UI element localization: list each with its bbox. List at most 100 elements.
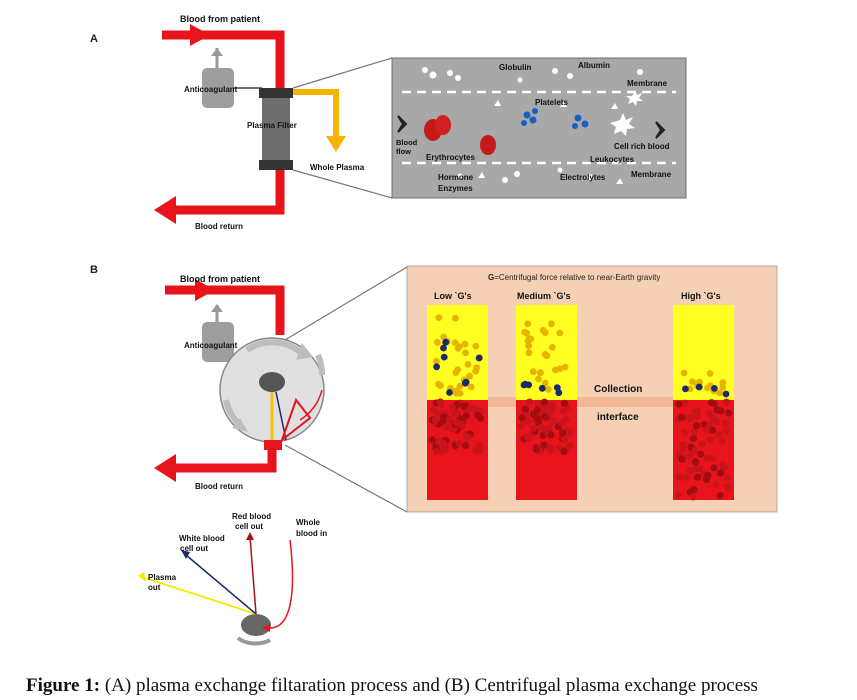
zoom-line-top-b — [284, 266, 408, 341]
red-cell-particle — [440, 439, 448, 448]
caption-label: Figure 1: — [26, 675, 101, 696]
plasma-particle — [535, 375, 542, 383]
label-interface: interface — [597, 412, 639, 423]
red-cell-particle — [532, 445, 540, 453]
leukocyte-cell — [610, 113, 635, 136]
red-cell-particle — [683, 474, 691, 482]
plasma-particle — [434, 338, 441, 346]
plasma-particle — [453, 389, 460, 397]
red-cell-particle — [702, 475, 711, 483]
plasma-particle — [680, 369, 688, 377]
red-cell-particle — [530, 410, 538, 418]
white-cell-particle — [521, 380, 529, 388]
plasma-particle — [454, 345, 462, 352]
red-cell-particle — [719, 461, 727, 469]
centrifuge-bowl — [219, 337, 325, 450]
inset-membrane-top: Membrane — [627, 79, 668, 88]
red-cell-particle — [691, 408, 699, 416]
panel-a-inset — [391, 57, 687, 199]
zoom-line-bottom-a — [292, 169, 393, 199]
red-cell-particle — [534, 415, 542, 423]
plasma-particle — [537, 369, 544, 377]
whole-plasma-line — [293, 89, 346, 152]
panel-a-blood-in-tube — [162, 24, 285, 88]
red-cell-particle — [521, 405, 530, 413]
red-cell-particle — [546, 444, 554, 452]
white-cell-particle — [440, 344, 447, 352]
red-cell-particle — [540, 441, 548, 449]
label-collection: Collection — [594, 384, 642, 395]
panel-a-whole-plasma: Whole Plasma — [310, 163, 365, 172]
label-white-blood-2: cell out — [180, 544, 208, 553]
plasma-particle — [704, 384, 711, 392]
inset-hormone: Hormone — [438, 173, 474, 182]
red-cell-particle — [468, 405, 476, 413]
panel-a-blood-return-tube — [154, 170, 285, 224]
outlet-diagram — [138, 532, 294, 646]
plasma-particle — [539, 327, 547, 334]
red-cell-particle — [723, 474, 731, 482]
plasma-particle — [472, 342, 480, 350]
plasma-particle — [556, 329, 564, 337]
white-cell-particle — [553, 384, 561, 391]
red-cell-particle — [723, 483, 732, 491]
label-red-blood-2: cell out — [235, 522, 263, 531]
figure-diagram: A Blood from patient Anticoagulant Plasm… — [90, 14, 778, 646]
red-cell-particle — [549, 416, 557, 425]
white-cell-particle — [682, 385, 689, 393]
red-cell-particle — [690, 486, 698, 494]
red-cell-particle — [558, 429, 567, 437]
red-cell-particle — [518, 413, 526, 422]
plasma-particle — [706, 370, 714, 377]
red-cell-particle — [717, 407, 725, 415]
red-cell-particle — [560, 448, 568, 456]
red-cell-particle — [529, 424, 538, 432]
inset-electrolytes: Electrolytes — [560, 173, 606, 182]
white-cell-particle — [555, 389, 563, 397]
white-cell-particle — [446, 389, 453, 396]
white-cell-particle — [442, 338, 450, 346]
g-definition: =Centrifugal force relative to near-Eart… — [494, 273, 660, 282]
plasma-particle — [462, 349, 469, 357]
plasma-particle — [529, 368, 537, 376]
red-cell-particle — [710, 399, 718, 407]
label-red-blood-1: Red blood — [232, 512, 271, 521]
panel-b-blood-in-tube — [165, 279, 285, 335]
caption-text: (A) plasma exchange filtaration process … — [100, 675, 758, 696]
label-white-blood-1: White blood — [179, 534, 225, 543]
label-whole-blood-1: Whole — [296, 518, 321, 527]
red-cell-particle — [560, 436, 568, 444]
red-cell-particle — [544, 424, 552, 432]
plasma-particle — [523, 329, 530, 337]
white-cell-particle — [695, 383, 703, 391]
figure-caption: Figure 1: (A) plasma exchange filtaratio… — [26, 675, 846, 697]
plasma-particle — [467, 383, 475, 391]
panel-b-blood-return-tube — [154, 450, 277, 482]
inset-blood-flow-1: Blood — [396, 138, 418, 147]
red-cell-particle — [703, 426, 711, 434]
red-cell-particle — [692, 458, 700, 466]
label-medium-g: Medium `G's — [517, 291, 571, 301]
red-cell-particle — [452, 410, 460, 418]
red-cell-particle — [697, 450, 705, 458]
red-cell-particle — [679, 445, 687, 453]
plasma-particle — [437, 382, 444, 390]
panel-a-plasma-filter: Plasma Filter — [247, 121, 297, 130]
inset-membrane-bottom: Membrane — [631, 170, 672, 179]
collection-interface-band — [488, 397, 673, 407]
panel-a-anticoagulant: Anticoagulant — [184, 85, 238, 94]
plasma-particle — [440, 333, 447, 341]
red-cell-particle — [681, 429, 689, 437]
red-cell-particle — [692, 465, 700, 473]
red-cell-particle — [566, 442, 574, 450]
red-cell-particle — [722, 398, 731, 406]
zoom-line-top-a — [292, 57, 393, 89]
label-plasma-out-1: Plasma — [148, 573, 177, 582]
plasma-particle — [461, 340, 469, 348]
plasma-particle — [466, 372, 473, 380]
red-cell-particle — [708, 426, 717, 434]
plasma-particle — [525, 335, 533, 343]
inset-blood-flow-2: flow — [396, 147, 411, 156]
panel-a-anticoagulant-pump — [202, 48, 262, 108]
plasma-particle — [472, 367, 479, 375]
